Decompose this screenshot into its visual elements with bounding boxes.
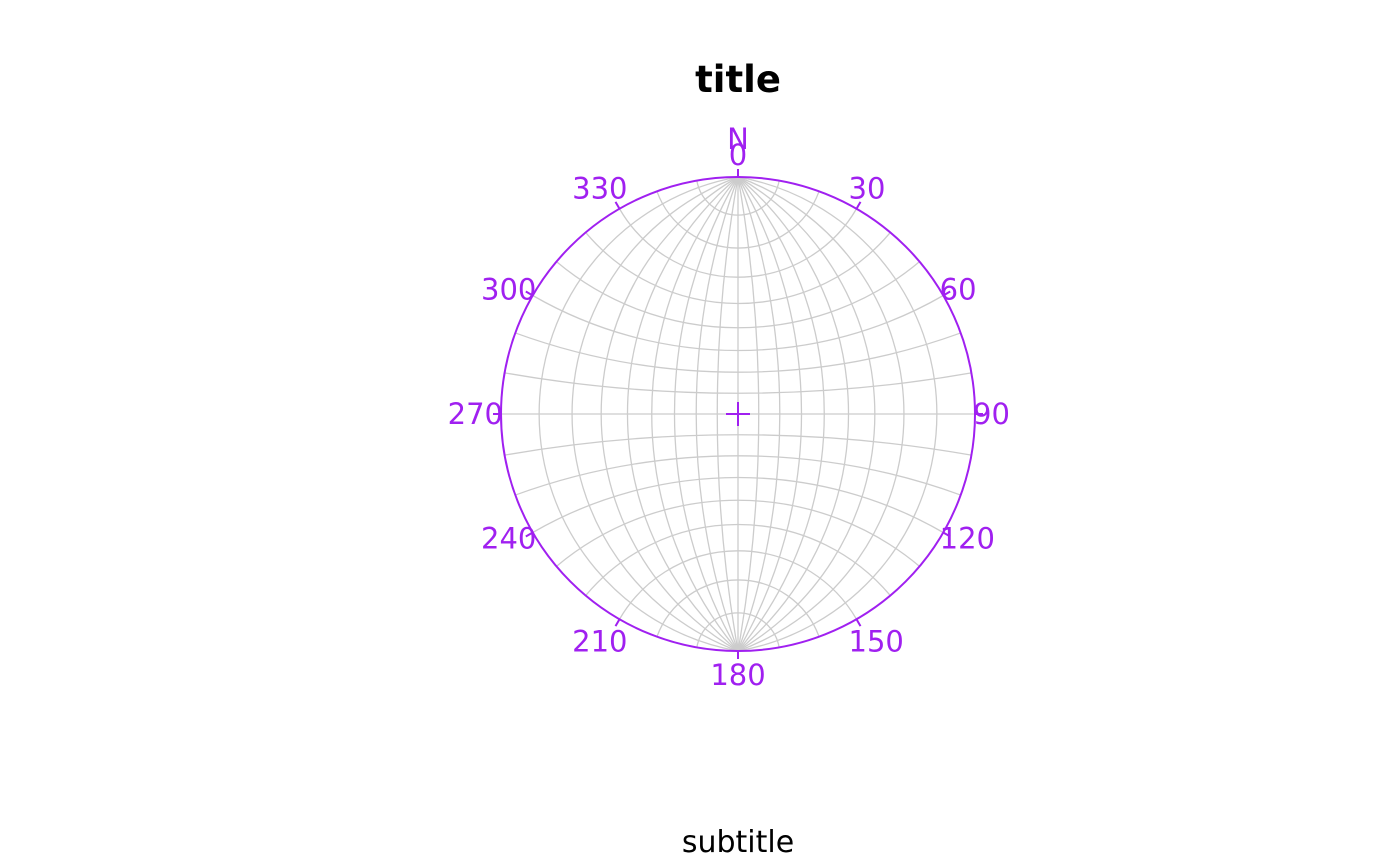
azimuth-label: 150 bbox=[849, 625, 904, 659]
azimuth-label: 330 bbox=[572, 171, 627, 205]
stereonet-grid bbox=[501, 176, 975, 652]
azimuth-label: 180 bbox=[710, 658, 765, 692]
azimuth-tick bbox=[614, 201, 621, 210]
small-circle bbox=[656, 191, 820, 249]
azimuth-ticks bbox=[493, 169, 983, 659]
azimuth-tick bbox=[525, 531, 534, 538]
small-circle bbox=[618, 208, 858, 278]
azimuth-label: 60 bbox=[940, 273, 977, 307]
azimuth-label: 210 bbox=[572, 625, 627, 659]
center-plus-marker bbox=[726, 402, 750, 426]
small-circle bbox=[532, 294, 944, 352]
small-circle bbox=[696, 180, 780, 216]
azimuth-tick bbox=[525, 290, 534, 297]
small-circle bbox=[585, 523, 891, 596]
azimuth-label: 90 bbox=[973, 397, 1010, 431]
azimuth-label: 30 bbox=[849, 171, 886, 205]
small-circle bbox=[556, 499, 920, 567]
north-label: N bbox=[727, 122, 749, 156]
azimuth-label: 270 bbox=[448, 397, 503, 431]
small-circle bbox=[515, 332, 961, 373]
azimuth-tick bbox=[942, 290, 951, 297]
small-circle bbox=[504, 434, 972, 456]
small-circle bbox=[696, 612, 780, 648]
azimuth-label: 0 bbox=[729, 138, 747, 172]
small-circle bbox=[618, 550, 858, 620]
small-circle bbox=[532, 476, 944, 534]
plot-title: title bbox=[695, 58, 781, 101]
small-circle bbox=[515, 455, 961, 496]
small-circle bbox=[656, 579, 820, 637]
azimuth-label: 240 bbox=[481, 522, 536, 556]
azimuth-tick bbox=[614, 618, 621, 627]
azimuth-tick bbox=[855, 201, 862, 210]
azimuth-labels: 0 30 60 90 120 150 180 210 240 270 300 330 bbox=[448, 138, 1010, 692]
azimuth-tick bbox=[942, 531, 951, 538]
plot-subtitle: subtitle bbox=[681, 825, 795, 860]
azimuth-tick bbox=[855, 618, 862, 627]
small-circle bbox=[504, 372, 972, 394]
small-circle bbox=[585, 232, 891, 305]
azimuth-label: 300 bbox=[481, 273, 536, 307]
small-circle bbox=[556, 261, 920, 329]
azimuth-label: 120 bbox=[940, 522, 995, 556]
